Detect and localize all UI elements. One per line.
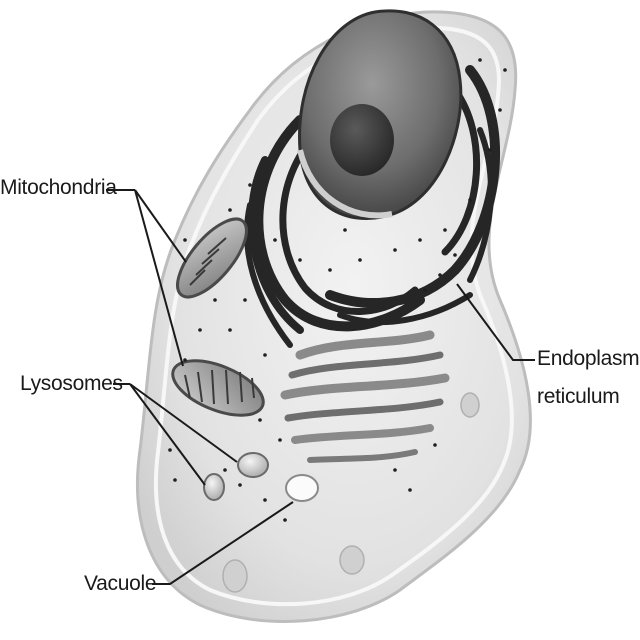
endoplasmic-reticulum (244, 65, 501, 348)
golgi-stacks (280, 330, 450, 463)
mitochondria-leader (106, 189, 187, 367)
mitochondria-label: Mitochondria (0, 176, 117, 199)
nucleolus (330, 104, 394, 176)
lysosome-1 (237, 452, 269, 478)
vacuole-label: Vacuole (84, 572, 157, 595)
vacuole-organelle (285, 474, 319, 502)
ribosome-dots (168, 58, 507, 522)
lysosome-organelles (203, 452, 269, 501)
lysosomes-label: Lysosomes (20, 372, 123, 395)
mitochondria-organelles (171, 217, 265, 417)
nucleus (297, 9, 463, 220)
lysosomes-leader (113, 383, 238, 486)
endoplasmic-reticulum-label-line1: Endoplasmic (537, 347, 640, 370)
leader-lines (106, 189, 535, 585)
vesicles (222, 392, 480, 593)
er-leader (456, 283, 535, 361)
mitochondrion-upper (176, 217, 248, 299)
lysosome-2 (203, 473, 225, 501)
endoplasmic-reticulum-label-line2: reticulum (537, 385, 620, 408)
vacuole-leader (152, 501, 294, 585)
mitochondrion-lower (171, 359, 265, 417)
